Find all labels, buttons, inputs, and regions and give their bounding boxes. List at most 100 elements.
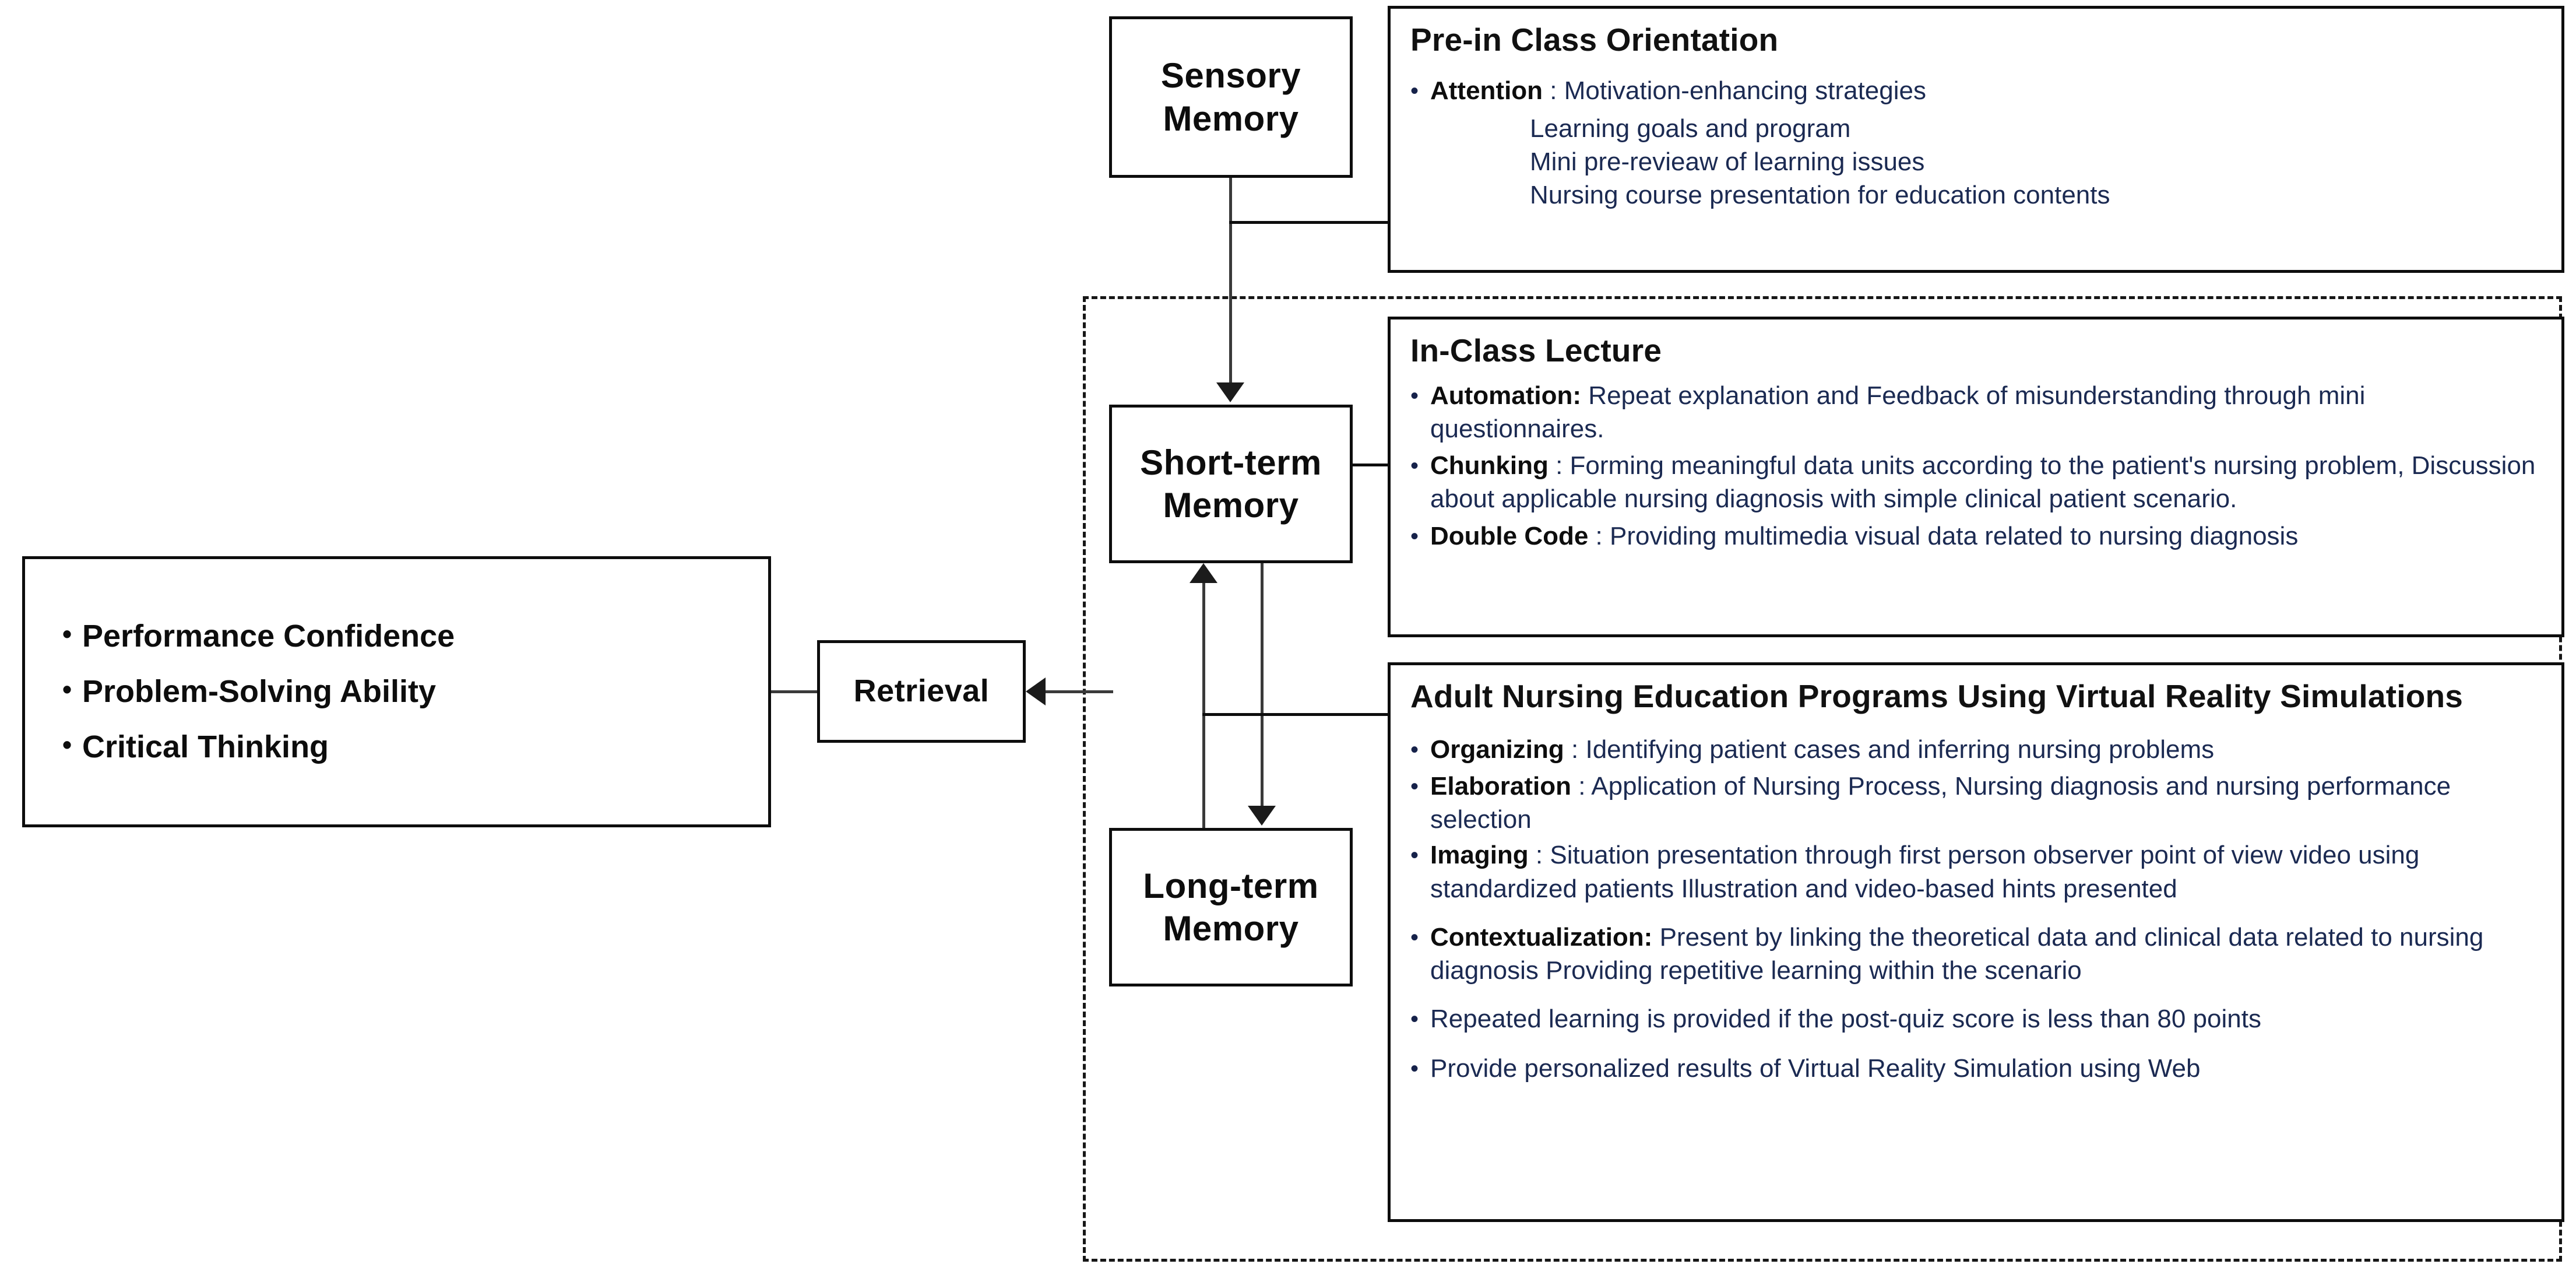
bullet-body: Application of Nursing Process, Nursing … [1430, 771, 2451, 834]
bullet-body: Present by linking the theoretical data … [1430, 922, 2484, 985]
bullet-icon: • [1410, 382, 1419, 409]
bullet-label: Attention [1430, 76, 1543, 105]
bullet-icon: • [1410, 453, 1419, 479]
bullet-body: Providing multimedia visual data related… [1610, 521, 2299, 550]
bullet-icon: • [1410, 736, 1419, 763]
bullet-icon: • [1410, 523, 1419, 549]
list-item: • Chunking : Forming meaningful data uni… [1410, 449, 2544, 515]
panel-vr-nursing-programs: Adult Nursing Education Programs Using V… [1388, 662, 2564, 1222]
panel-pre-in-class-orientation: Pre-in Class Orientation • Attention : M… [1388, 6, 2564, 273]
outcomes-list: • Performance Confidence • Problem-Solvi… [62, 600, 768, 783]
list-item: • Attention : Motivation-enhancing strat… [1410, 74, 2544, 108]
bullet-body: Identifying patient cases and inferring … [1585, 735, 2215, 764]
bullet-text: Chunking : Forming meaningful data units… [1430, 449, 2544, 515]
bullet-body: Repeat explanation and Feedback of misun… [1430, 381, 2366, 443]
bullet-text: Repeated learning is provided if the pos… [1430, 1002, 2544, 1035]
long-term-memory-line1: Long-term [1143, 866, 1319, 905]
panel-heading: In-Class Lecture [1410, 332, 1662, 368]
bullet-separator: : [1528, 841, 1550, 870]
bullet-icon: • [1410, 1056, 1419, 1082]
list-item: • Elaboration : Application of Nursing P… [1410, 770, 2544, 836]
bullet-text: Double Code : Providing multimedia visua… [1430, 519, 2544, 553]
connector-sensory-to-short-term [1229, 178, 1232, 385]
list-item: • Contextualization: Present by linking … [1410, 921, 2544, 987]
bullet-text: Automation: Repeat explanation and Feedb… [1430, 379, 2544, 445]
retrieval-label: Retrieval [853, 673, 990, 709]
sensory-memory-line2: Memory [1163, 99, 1299, 138]
list-item: • Double Code : Providing multimedia vis… [1410, 519, 2544, 554]
bullet-icon: • [1410, 78, 1419, 104]
arrowhead-up-short-term [1190, 563, 1217, 583]
connector-to-vr-panel [1202, 713, 1391, 716]
bullet-separator: : [1548, 451, 1570, 480]
list-item: • Imaging : Situation presentation throu… [1410, 838, 2544, 905]
panel-bullet-list: • Attention : Motivation-enhancing strat… [1410, 74, 2544, 108]
bullet-body: Provide personalized results of Virtual … [1430, 1054, 2201, 1083]
node-short-term-memory[interactable]: Short-term Memory [1109, 405, 1353, 563]
connector-to-retrieval [1043, 690, 1113, 693]
bullet-icon: • [62, 674, 72, 705]
list-item: • Organizing : Identifying patient cases… [1410, 733, 2544, 767]
list-item: • Provide personalized results of Virtua… [1410, 1052, 2544, 1086]
list-item: • Critical Thinking [62, 728, 768, 766]
outcome-label: Critical Thinking [82, 729, 329, 764]
bullet-icon: • [1410, 842, 1419, 869]
bullet-text: Elaboration : Application of Nursing Pro… [1430, 770, 2544, 836]
bullet-separator: : [1543, 76, 1564, 105]
panel-bullet-list: • Automation: Repeat explanation and Fee… [1410, 379, 2544, 554]
bullet-label: Double Code [1430, 521, 1589, 550]
panel-heading: Pre-in Class Orientation [1410, 22, 1779, 58]
list-item: • Problem-Solving Ability [62, 673, 768, 711]
bullet-separator: : [1588, 521, 1610, 550]
outcome-label: Performance Confidence [82, 619, 455, 654]
list-item: • Repeated learning is provided if the p… [1410, 1002, 2544, 1037]
bullet-text: Organizing : Identifying patient cases a… [1430, 733, 2544, 766]
bullet-label: Imaging [1430, 841, 1529, 870]
bullet-separator [1581, 381, 1588, 410]
list-item: • Automation: Repeat explanation and Fee… [1410, 379, 2544, 445]
short-term-memory-line2: Memory [1163, 486, 1299, 525]
outcomes-box: • Performance Confidence • Problem-Solvi… [22, 556, 771, 827]
bullet-icon: • [1410, 924, 1419, 950]
long-term-memory-line2: Memory [1163, 909, 1299, 948]
bullet-body: Situation presentation through first per… [1430, 841, 2420, 903]
bullet-label: Elaboration [1430, 771, 1572, 800]
bullet-text: Provide personalized results of Virtual … [1430, 1052, 2544, 1085]
bullet-icon: • [62, 619, 72, 649]
sub-line: Learning goals and program [1530, 114, 1851, 143]
node-sensory-memory[interactable]: Sensory Memory [1109, 16, 1353, 178]
bullet-body: Forming meaningful data units according … [1430, 451, 2536, 514]
bullet-separator [1652, 923, 1659, 952]
connector-short-term-to-inclass-panel [1353, 464, 1391, 466]
panel-heading: Adult Nursing Education Programs Using V… [1410, 678, 2464, 714]
bullet-label: Contextualization: [1430, 922, 1653, 952]
bullet-body: Motivation-enhancing strategies [1564, 76, 1926, 105]
bullet-body: Repeated learning is provided if the pos… [1430, 1005, 2261, 1034]
node-long-term-memory[interactable]: Long-term Memory [1109, 828, 1353, 986]
connector-short-term-to-long-term [1261, 563, 1264, 808]
connector-long-term-to-short-term [1202, 583, 1205, 828]
connector-sensory-to-prein-panel [1229, 221, 1391, 224]
arrowhead-down-long-term [1248, 806, 1276, 826]
connector-retrieval-to-outcomes [771, 690, 819, 693]
outcome-label: Problem-Solving Ability [82, 674, 437, 710]
list-item: • Performance Confidence [62, 617, 768, 655]
short-term-memory-line1: Short-term [1140, 443, 1322, 482]
bullet-text: Attention : Motivation-enhancing strateg… [1430, 74, 2544, 107]
bullet-label: Chunking [1430, 451, 1549, 480]
bullet-icon: • [62, 729, 72, 760]
bullet-text: Contextualization: Present by linking th… [1430, 921, 2544, 987]
bullet-separator: : [1571, 771, 1592, 800]
bullet-icon: • [1410, 773, 1419, 799]
arrowhead-left-retrieval [1026, 677, 1046, 705]
node-retrieval[interactable]: Retrieval [817, 640, 1026, 743]
bullet-label: Organizing [1430, 735, 1564, 764]
bullet-text: Imaging : Situation presentation through… [1430, 838, 2544, 905]
sub-line: Mini pre-revieaw of learning issues [1530, 148, 1925, 177]
panel-in-class-lecture: In-Class Lecture • Automation: Repeat ex… [1388, 317, 2564, 637]
arrowhead-down-short-term [1216, 382, 1244, 402]
bullet-separator: : [1564, 735, 1586, 764]
sensory-memory-line1: Sensory [1160, 56, 1301, 96]
panel-bullet-list: • Organizing : Identifying patient cases… [1410, 733, 2544, 1087]
